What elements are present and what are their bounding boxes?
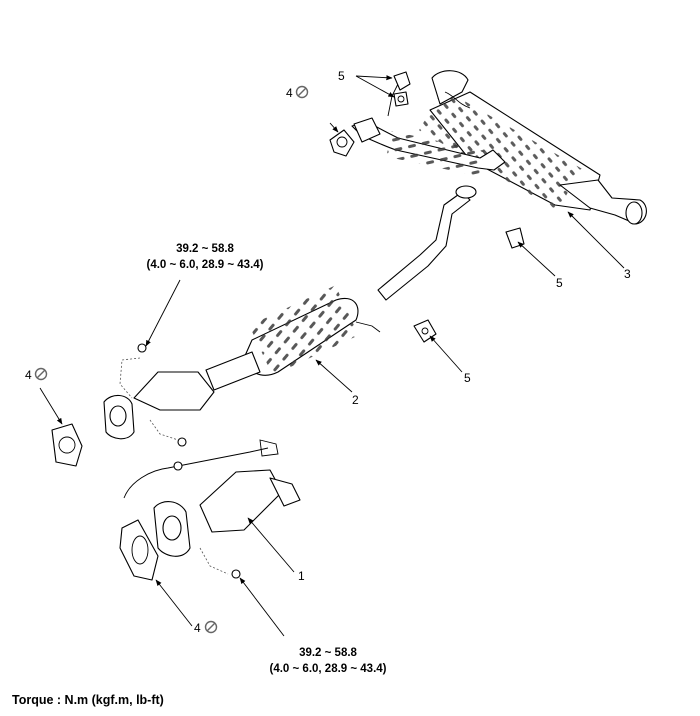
center-pipe — [351, 83, 506, 177]
circle-slash-icon — [295, 85, 309, 99]
torque-units-note: Torque : N.m (kgf.m, lb-ft) — [12, 693, 164, 707]
rear-muffler — [419, 70, 647, 225]
label-part-4-left: 4 — [25, 368, 32, 382]
label-part-5-right-lower: 5 — [464, 371, 471, 385]
hanger-top-a — [393, 71, 411, 91]
label-part-4-top: 4 — [286, 86, 293, 100]
nut-bottom — [231, 569, 241, 579]
label-part-2: 2 — [352, 393, 359, 407]
circle-slash-icon — [204, 620, 218, 634]
hanger-top-b — [393, 91, 409, 107]
label-part-3: 3 — [624, 267, 631, 281]
nut-middle — [173, 437, 187, 471]
manifold-catalytic-converter — [123, 439, 301, 575]
circle-slash-icon — [34, 367, 48, 381]
gasket-left — [51, 423, 83, 467]
torque-top-line1: 39.2 ~ 58.8 — [176, 243, 234, 255]
label-part-5-top: 5 — [338, 69, 345, 83]
gasket-top — [329, 129, 355, 157]
label-part-4-bottom: 4 — [194, 621, 201, 635]
label-part-1: 1 — [298, 569, 305, 583]
torque-bottom-line2: (4.0 ~ 6.0, 28.9 ~ 43.4) — [270, 663, 387, 675]
front-catalytic-converter — [103, 357, 215, 441]
center-muffler — [205, 185, 477, 391]
gasket-bottom — [119, 519, 159, 581]
leader-lines — [39, 75, 625, 637]
torque-bottom-line1: 39.2 ~ 58.8 — [299, 647, 357, 659]
torque-top-line2: (4.0 ~ 6.0, 28.9 ~ 43.4) — [147, 259, 264, 271]
label-part-5-right-upper: 5 — [556, 276, 563, 290]
nut-top — [137, 343, 147, 353]
